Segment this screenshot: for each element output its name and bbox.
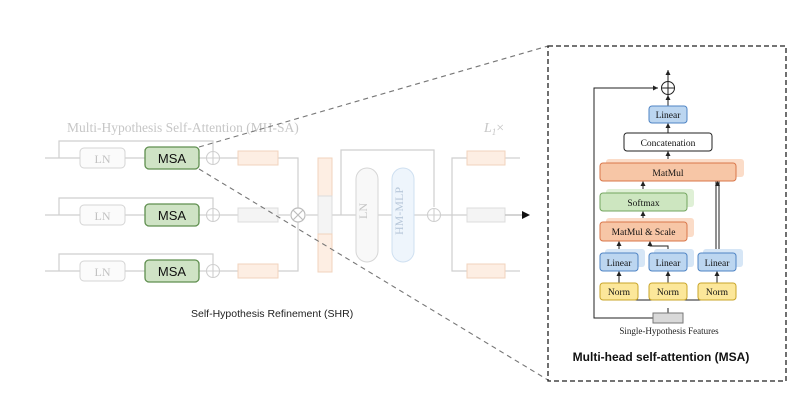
linear-box-v [697,252,737,272]
ln-box-row2 [79,204,126,226]
concat-feature-top [317,157,333,197]
output-bar-row2 [466,207,506,223]
output-bar-row3 [466,263,506,279]
residual-plus-icon [661,81,675,95]
concatenation-label: Concatenation [641,139,696,149]
norm-label-k: Norm [657,288,680,298]
ln-box-row1 [79,147,126,169]
msa-box-row2 [144,203,200,227]
mhsa-title: Multi-Hypothesis Self-Attention (MH-SA) [67,120,299,135]
concatenation-box [623,132,713,152]
norm-box-k [648,282,688,301]
inset-border [547,45,787,382]
linear-box-k [648,252,688,272]
matmul-scale-box [599,221,688,242]
mhsa-block: Multi-Hypothesis Self-Attention (MH-SA) … [45,120,530,320]
feature-bar-row1 [237,150,279,166]
feature-bar-row3 [237,263,279,279]
zoom-guides [198,45,549,381]
linear-box-q [599,252,639,272]
ln-vertical-box [355,167,379,263]
linear-top-box [648,105,688,124]
hm-mlp-box [391,167,415,263]
faint-connections [45,140,520,272]
linear-label-k: Linear [656,259,682,269]
ln-box-row3 [79,260,126,282]
msa-box-row3 [144,259,200,283]
norm-box-v [697,282,737,301]
msa-label-row1: MSA [158,151,187,166]
matmul-label: MatMul [652,169,684,179]
norm-label-q: Norm [608,288,631,298]
linear-label-v: Linear [705,259,731,269]
input-features-block [652,312,684,324]
matmul-box [599,162,737,182]
ln-vertical-label: LN [356,203,370,219]
shr-label: Self-Hypothesis Refinement (SHR) [191,308,353,320]
msa-label-row2: MSA [158,208,187,223]
msa-detail-panel: Single-Hypothesis Features Norm Norm Nor… [547,45,787,382]
input-features-caption: Single-Hypothesis Features [619,326,719,336]
layer-count-label: L1× [483,121,504,137]
residual-add-icons [205,150,442,279]
ln-label-row3: LN [95,265,111,279]
ln-label-row2: LN [95,209,111,223]
linear-label-q: Linear [607,259,633,269]
msa-label-row3: MSA [158,264,187,279]
linear-top-label: Linear [656,111,682,121]
matmul-scale-label: MatMul & Scale [612,228,676,238]
ln-label-row1: LN [95,152,111,166]
softmax-label: Softmax [627,198,659,209]
multiply-icon [290,207,306,223]
feature-bar-row2 [237,207,279,223]
concat-feature-mid [317,195,333,235]
msa-box-row1 [144,146,200,170]
softmax-box [599,192,688,212]
norm-box-q [599,282,639,301]
output-arrow-head [522,211,530,219]
concat-feature-bottom [317,233,333,273]
output-bar-row1 [466,150,506,166]
hm-mlp-label: HM-MLP [392,187,406,235]
norm-label-v: Norm [706,288,729,298]
inset-caption: Multi-head self-attention (MSA) [573,350,750,364]
